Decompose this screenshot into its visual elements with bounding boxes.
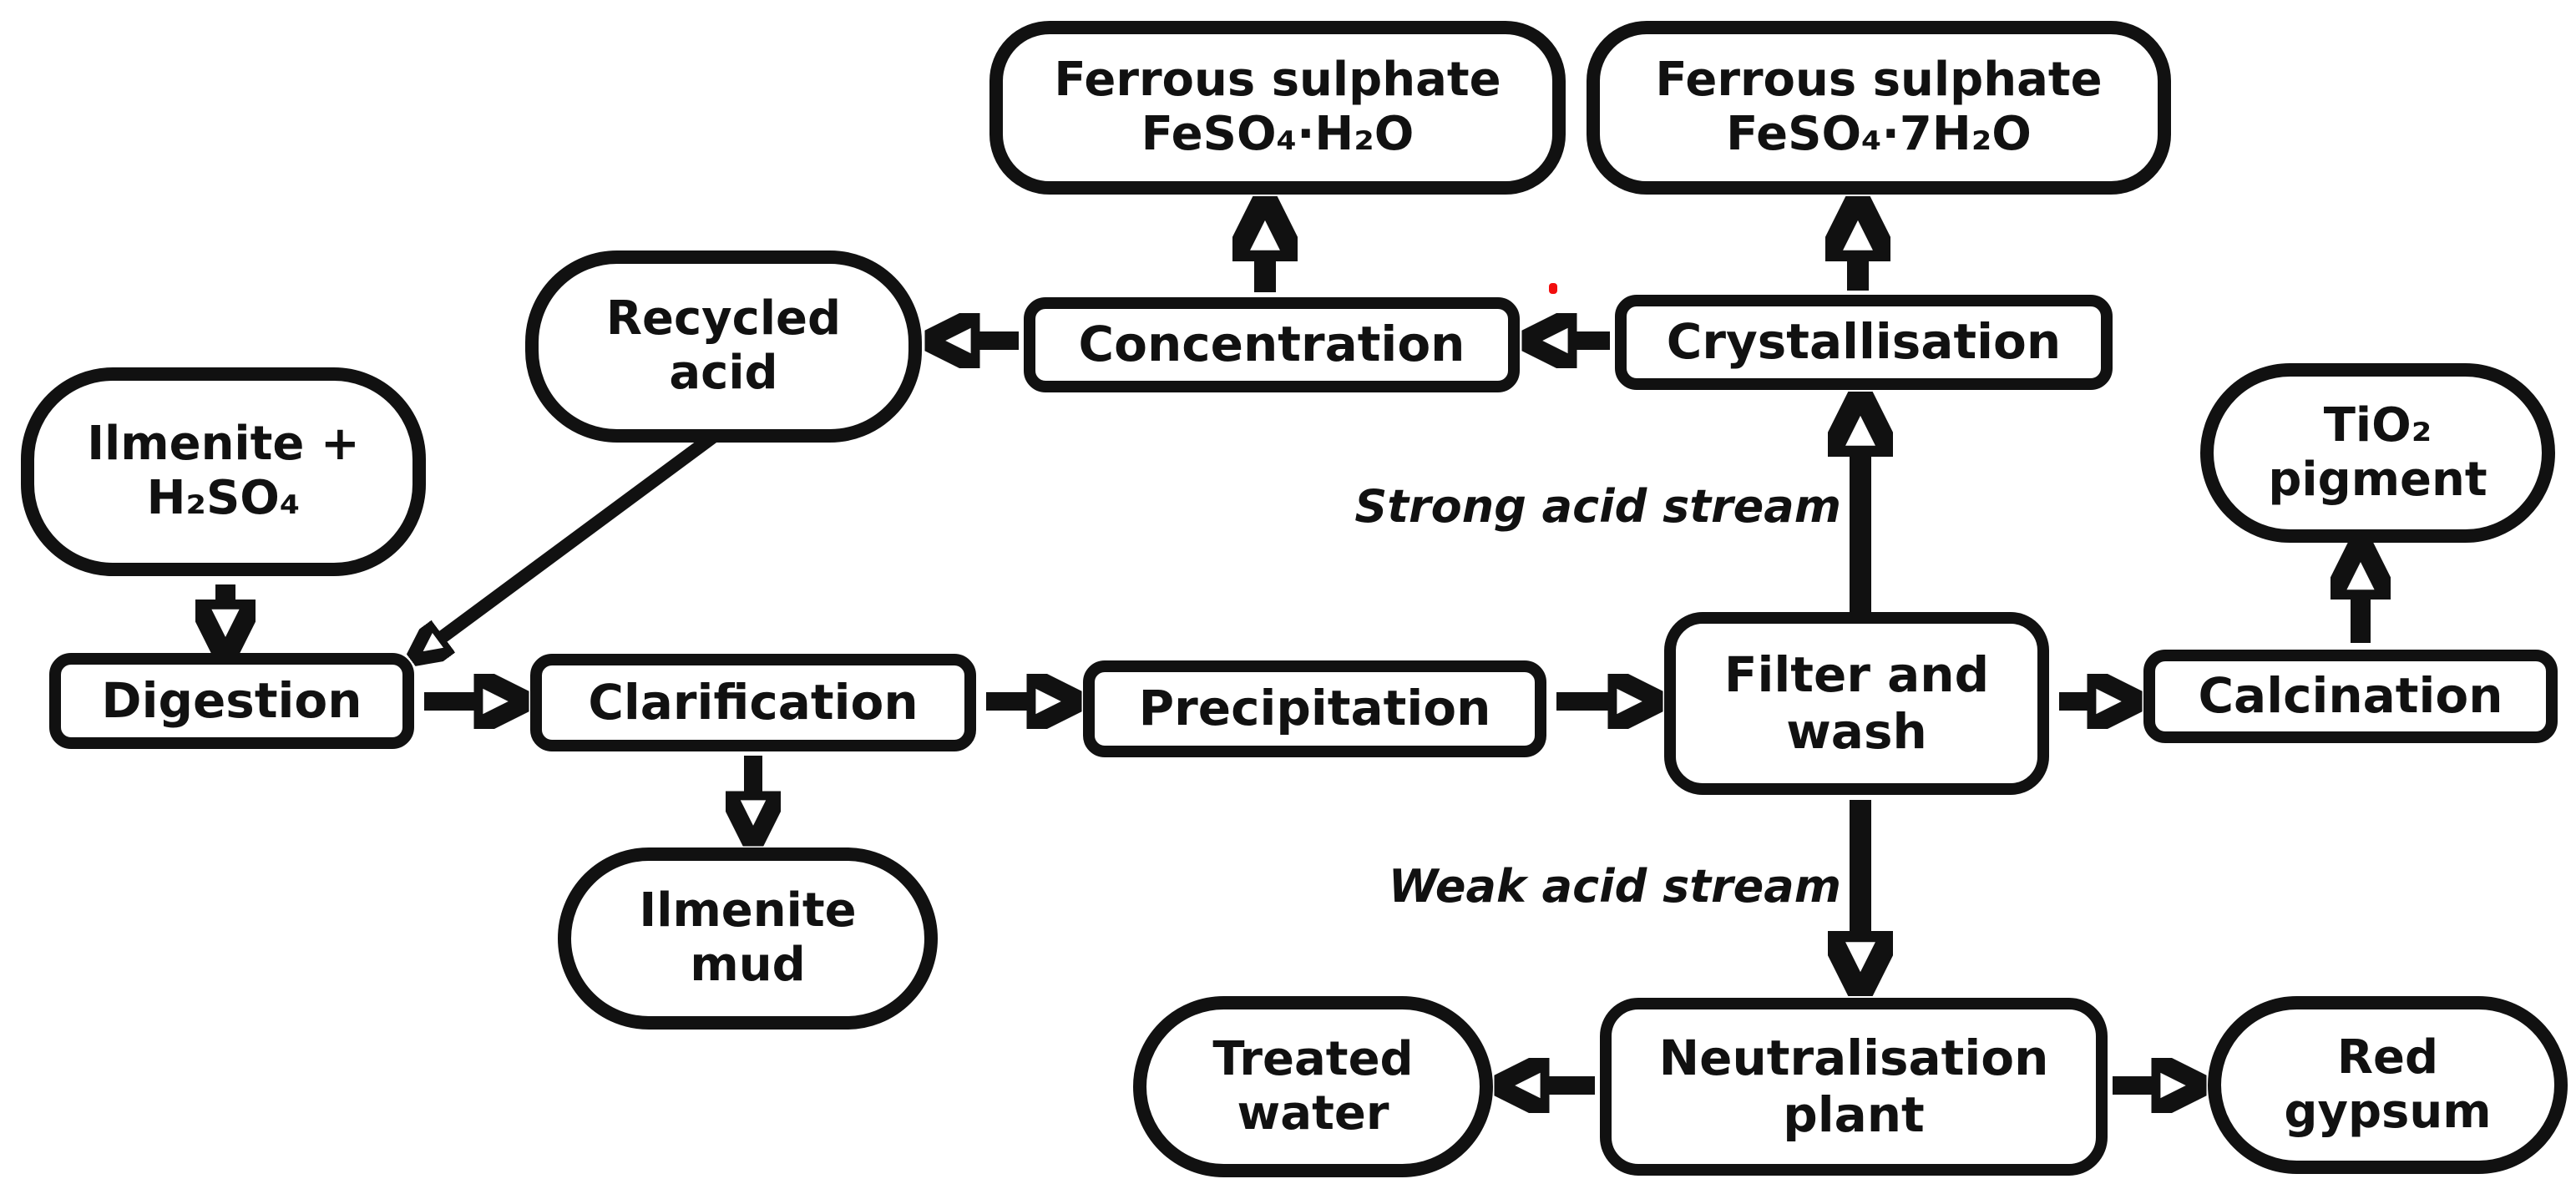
node-concentration: Concentration bbox=[1024, 297, 1520, 392]
node-filter-and-wash: Filter and wash bbox=[1664, 612, 2049, 795]
node-ilmenite-mud: Ilmenite mud bbox=[558, 847, 938, 1030]
node-neutralisation-plant: Neutralisation plant bbox=[1600, 998, 2108, 1176]
strong-acid-stream-label: Strong acid stream bbox=[1354, 480, 1841, 533]
node-calcination: Calcination bbox=[2143, 650, 2558, 743]
edge-recycled-acid-to-digestion bbox=[440, 424, 726, 639]
weak-acid-stream-label: Weak acid stream bbox=[1388, 860, 1841, 913]
node-digestion: Digestion bbox=[49, 653, 414, 749]
node-tio2-pigment: TiO₂ pigment bbox=[2200, 363, 2555, 543]
node-clarification: Clarification bbox=[530, 654, 976, 751]
node-precipitation: Precipitation bbox=[1083, 660, 1546, 757]
stray-red-dot bbox=[1549, 283, 1557, 294]
node-ilmenite-feed: Ilmenite + H₂SO₄ bbox=[21, 367, 426, 576]
node-ferrous-sulphate-monohydrate: Ferrous sulphate FeSO₄·H₂O bbox=[989, 21, 1566, 195]
node-crystallisation: Crystallisation bbox=[1615, 295, 2113, 390]
node-recycled-acid: Recycled acid bbox=[525, 250, 922, 443]
node-ferrous-sulphate-heptahydrate: Ferrous sulphate FeSO₄·7H₂O bbox=[1587, 21, 2171, 195]
node-treated-water: Treated water bbox=[1133, 996, 1493, 1177]
node-red-gypsum: Red gypsum bbox=[2208, 996, 2568, 1174]
